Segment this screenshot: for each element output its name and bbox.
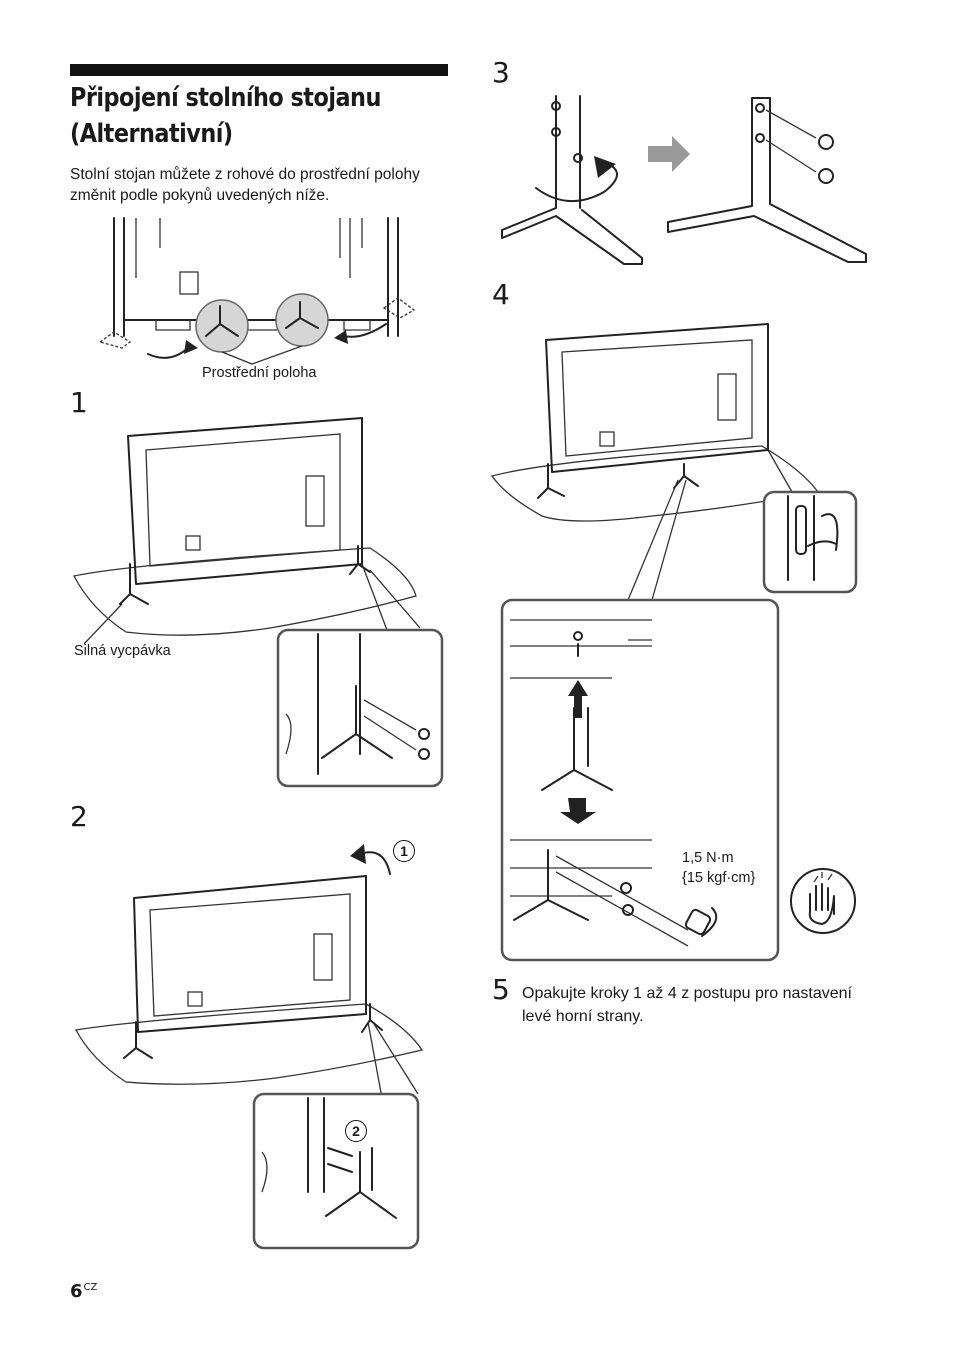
screw-icon: [620, 882, 634, 916]
rotate-arrow-icon: [535, 161, 618, 203]
step-number: 5: [492, 973, 510, 1006]
step2-illustration: [75, 875, 424, 1250]
title-rule: [70, 64, 448, 76]
step-number: 2: [70, 800, 88, 833]
step-number: 3: [492, 56, 510, 89]
step1-illustration: [73, 417, 444, 788]
screwdriver-icon: [684, 907, 718, 937]
rotate-arrow-icon: [350, 844, 391, 875]
torque-label: 1,5 N·m {15 kgf·cm}: [682, 850, 756, 886]
step4-illustration: [490, 323, 858, 962]
caution-hand-icon: [790, 868, 856, 934]
screw-icon: [818, 134, 834, 184]
middle-position-label: Prostřední poloha: [202, 365, 317, 381]
substep-2-marker: 2: [345, 1120, 367, 1142]
page-title: Připojení stolního stojanu(Alternativní): [70, 83, 381, 149]
step3-illustration: [501, 95, 867, 265]
step-number: 4: [492, 278, 510, 311]
step-number: 1: [70, 386, 88, 419]
soft-cloth-label: Silná vycpávka: [74, 643, 171, 659]
move-arrow-icon: [648, 136, 690, 172]
page-number: 6CZ: [70, 1281, 98, 1302]
step5-text: Opakujte kroky 1 až 4 z postupu pro nast…: [522, 985, 852, 1025]
middle-position-illustration: [98, 217, 416, 365]
substep-1-marker: 1: [393, 840, 415, 862]
screw-icon: [418, 728, 430, 760]
intro-text: Stolní stojan můžete z rohové do prostře…: [70, 166, 420, 204]
